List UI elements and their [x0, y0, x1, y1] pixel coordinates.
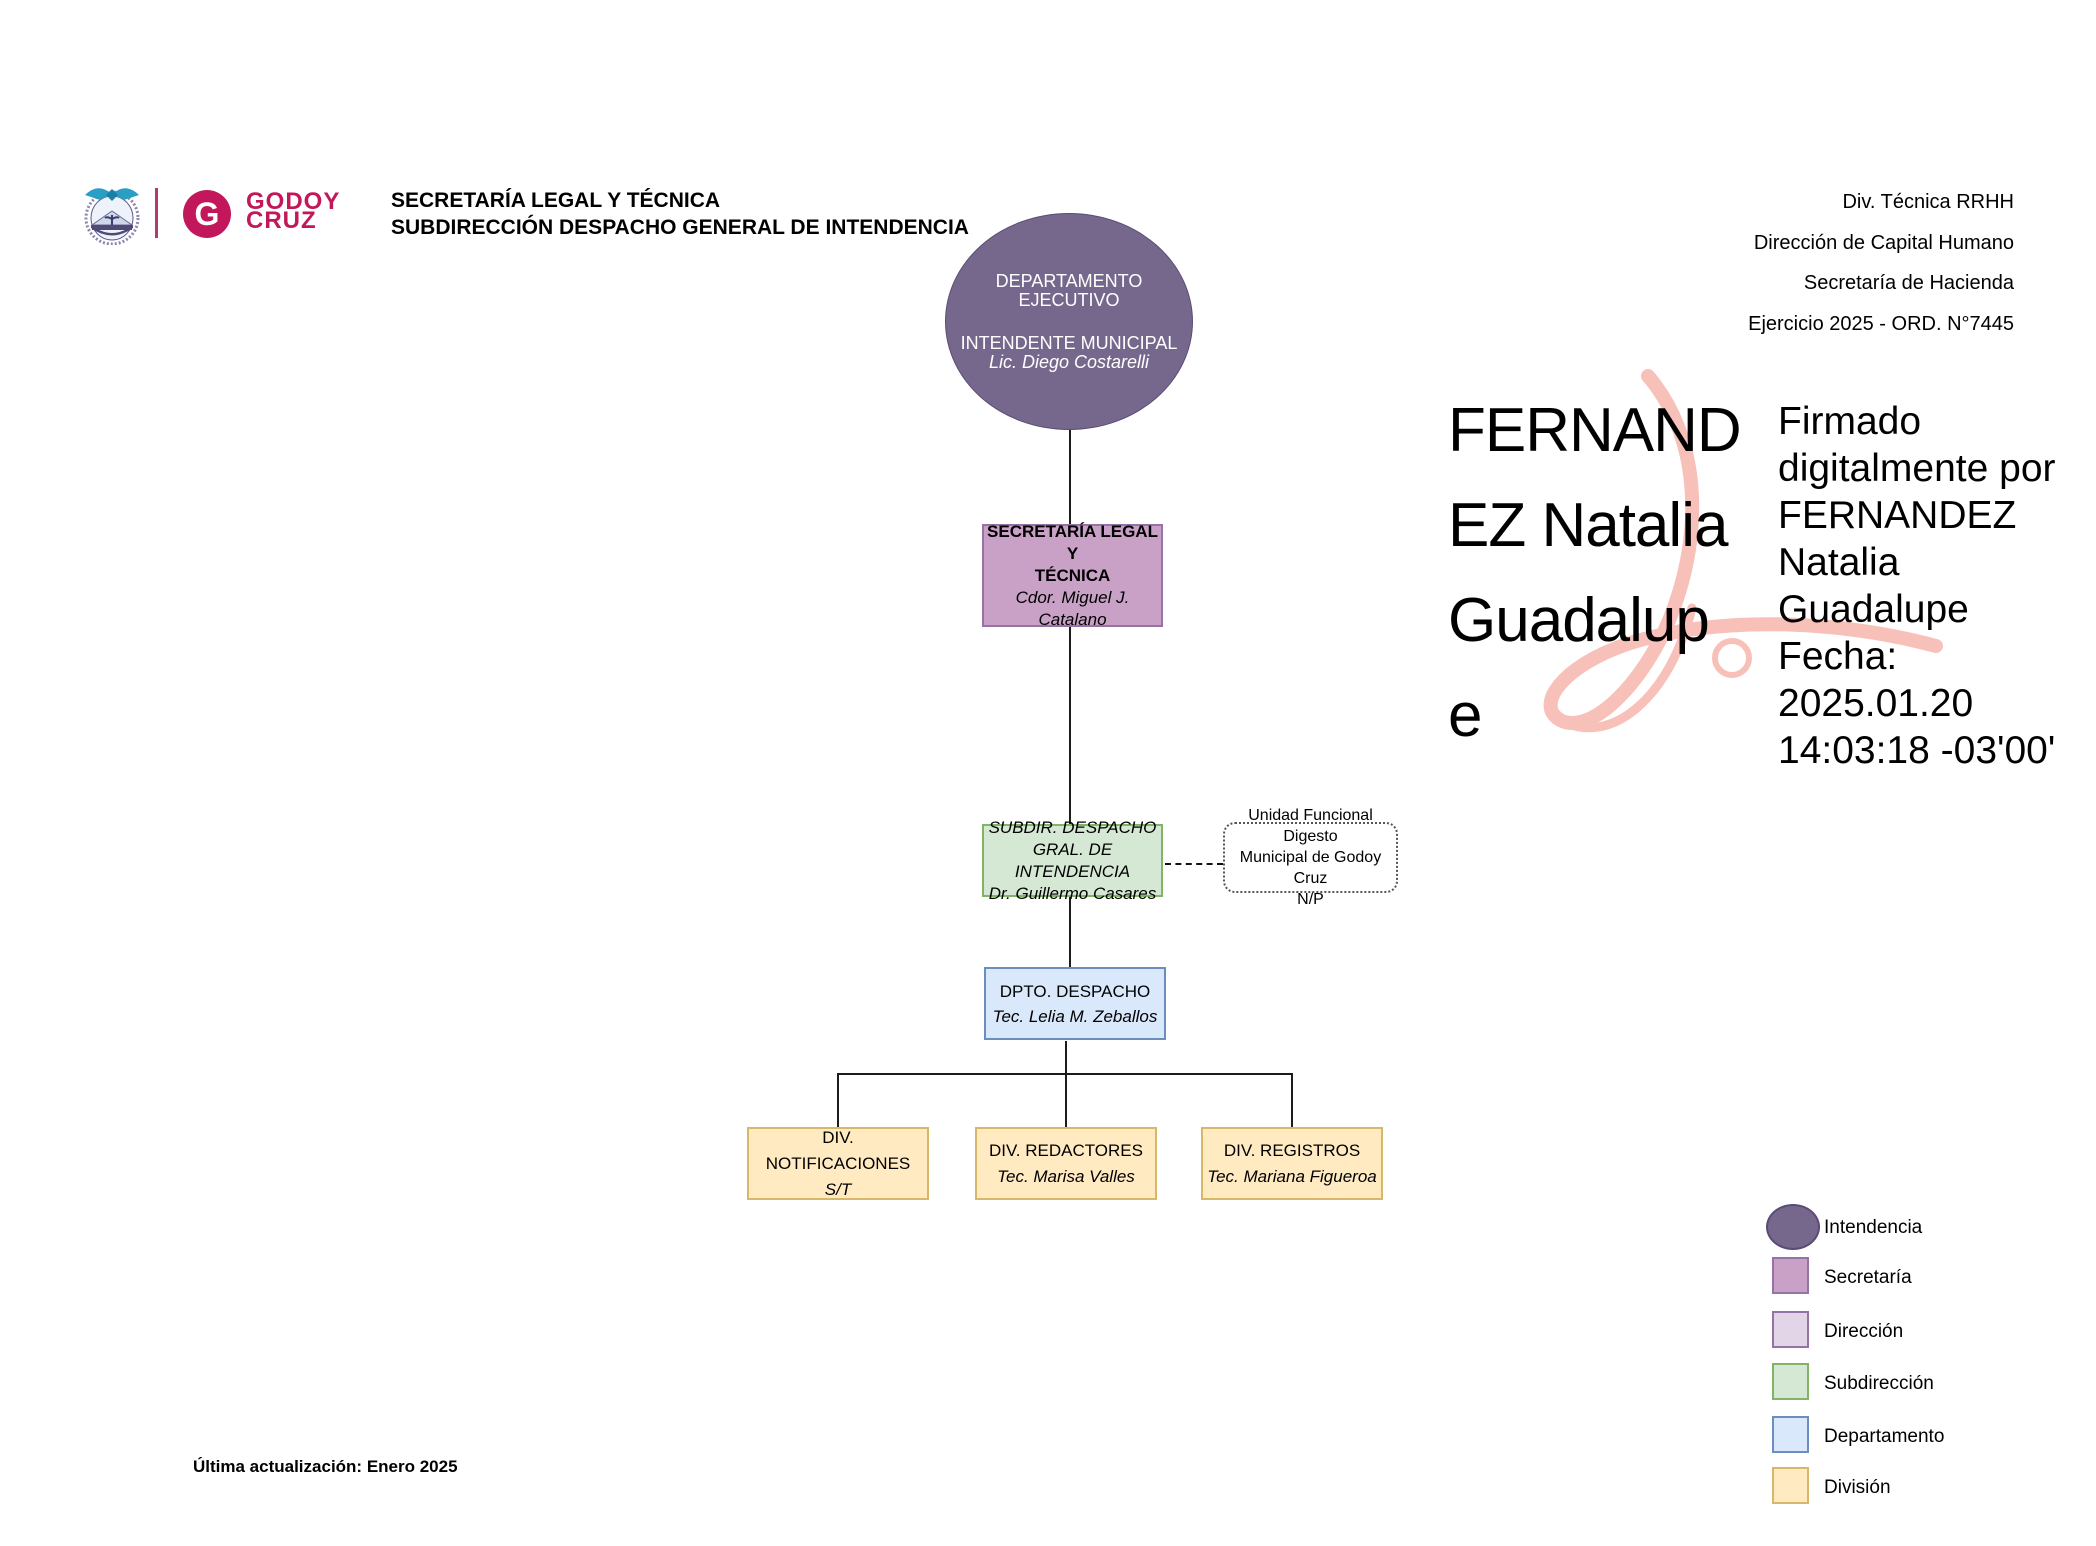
node-subdireccion-despacho: SUBDIR. DESPACHO GRAL. DE INTENDENCIA Dr…: [982, 818, 1163, 903]
wordmark-line2: CRUZ: [246, 207, 317, 234]
wordmark-line1: GODOY: [246, 188, 341, 215]
subdir-person: Dr. Guillermo Casares: [988, 883, 1157, 903]
issuing-office-line: Div. Técnica RRHH: [1842, 191, 2014, 213]
issuing-office-block: Div. Técnica RRHH Dirección de Capital H…: [1748, 182, 2014, 344]
node-departamento-ejecutivo: DEPARTAMENTO EJECUTIVO INTENDENTE MUNICI…: [945, 213, 1193, 430]
signature-detail-line: Fecha: 2025.01.20: [1778, 635, 1974, 725]
node-dpto-despacho: DPTO. DESPACHO Tec. Lelia M. Zeballos: [984, 967, 1166, 1040]
legend-swatch-direccion: [1772, 1311, 1809, 1348]
division-person: Tec. Marisa Valles: [997, 1166, 1135, 1186]
signature-name-line: Guadalup: [1448, 586, 1710, 655]
secretaria-title-line: TÉCNICA: [1034, 565, 1111, 585]
unidad-line: Unidad Funcional Digesto: [1248, 807, 1373, 845]
subdir-title-line: SUBDIR. DESPACHO: [988, 817, 1157, 837]
legend-label-secretaria: Secretaría: [1824, 1267, 1912, 1288]
signature-name-text: FERNAND EZ Natalia Guadalup e: [1448, 383, 1742, 763]
svg-text:G: G: [195, 196, 220, 232]
issuing-office-line: Dirección de Capital Humano: [1753, 231, 2014, 254]
division-person: S/T: [824, 1179, 852, 1199]
legend-swatch-intendencia: [1766, 1204, 1820, 1250]
municipal-crest-icon: [84, 188, 140, 245]
signature-details-text: Firmado digitalmente por FERNANDEZ Natal…: [1778, 398, 2096, 774]
legend-label-intendencia: Intendencia: [1824, 1217, 1923, 1238]
legend-label-departamento: Departamento: [1824, 1426, 1945, 1447]
legend-swatch-division: [1772, 1467, 1809, 1504]
division-title: DIV. REDACTORES: [989, 1140, 1143, 1160]
node-div-registros: DIV. REGISTROS Tec. Mariana Figueroa: [1201, 1127, 1383, 1200]
node-secretaria-legal-tecnica: SECRETARÍA LEGAL Y TÉCNICA Cdor. Miguel …: [982, 521, 1163, 629]
node-div-redactores: DIV. REDACTORES Tec. Marisa Valles: [975, 1127, 1157, 1200]
signature-detail-line: FERNANDEZ: [1778, 494, 2017, 537]
division-person: Tec. Mariana Figueroa: [1207, 1166, 1377, 1186]
godoy-cruz-wordmark: GODOY CRUZ: [246, 188, 341, 234]
legend-swatch-secretaria: [1772, 1257, 1809, 1294]
signature-detail-line: digitalmente por: [1778, 447, 2056, 490]
godoy-cruz-logo-icon: G: [183, 190, 231, 238]
signature-detail-line: Guadalupe: [1778, 588, 1969, 631]
secretaria-person: Cdor. Miguel J. Catalano: [1015, 587, 1130, 629]
legend-label-direccion: Dirección: [1824, 1321, 1904, 1342]
subdir-title-line: GRAL. DE INTENDENCIA: [1014, 839, 1131, 881]
connector-dpto-rail: [1065, 1041, 1067, 1075]
dpto-person: Tec. Lelia M. Zeballos: [992, 1006, 1158, 1026]
root-subtitle: INTENDENTE MUNICIPAL: [960, 332, 1178, 353]
signature-name-line: FERNAND: [1448, 396, 1742, 465]
node-div-notificaciones: DIV. NOTIFICACIONES S/T: [747, 1127, 929, 1200]
legend-label-division: División: [1824, 1477, 1891, 1498]
unidad-line: N/P: [1297, 891, 1324, 908]
signature-flourish-icon: [1543, 369, 1943, 733]
page-title: SECRETARÍA LEGAL Y TÉCNICA SUBDIRECCIÓN …: [391, 187, 969, 241]
logo-divider: [155, 188, 158, 238]
division-title: DIV. NOTIFICACIONES: [765, 1127, 911, 1173]
legend-label-subdireccion: Subdirección: [1824, 1373, 1934, 1394]
last-updated-note: Última actualización: Enero 2025: [193, 1457, 458, 1476]
node-unidad-funcional-digesto: Unidad Funcional Digesto Municipal de Go…: [1223, 807, 1398, 908]
issuing-office-line: Secretaría de Hacienda: [1803, 272, 2014, 295]
connector-secretaria-subdir: [1069, 627, 1071, 824]
root-title-line: DEPARTAMENTO: [995, 270, 1143, 291]
division-title: DIV. REGISTROS: [1223, 1140, 1361, 1160]
secretaria-title-line: SECRETARÍA LEGAL Y: [987, 521, 1158, 563]
issuing-office-line: Ejercicio 2025 - ORD. N°7445: [1748, 312, 2014, 335]
dpto-title: DPTO. DESPACHO: [999, 981, 1151, 1001]
signature-detail-line: 14:03:18 -03'00': [1778, 729, 2056, 772]
legend-swatch-departamento: [1772, 1416, 1809, 1453]
root-title-line: EJECUTIVO: [1018, 289, 1120, 310]
signature-detail-line: Natalia: [1778, 541, 1900, 584]
signature-name-line: EZ Natalia: [1448, 491, 1728, 560]
connector-rail-div3: [1291, 1073, 1293, 1127]
connector-rail-div2: [1065, 1073, 1067, 1127]
connector-subdir-dpto: [1069, 897, 1071, 967]
connector-subdir-unidad-dashed: [1165, 863, 1223, 865]
signature-name-line: e: [1448, 681, 1482, 750]
root-person: Lic. Diego Costarelli: [988, 351, 1150, 372]
connector-root-secretaria: [1069, 430, 1071, 524]
connector-rail-div1: [837, 1073, 839, 1127]
page-title-line1: SECRETARÍA LEGAL Y TÉCNICA: [391, 189, 721, 212]
legend-swatch-subdireccion: [1772, 1363, 1809, 1400]
unidad-line: Municipal de Godoy Cruz: [1239, 849, 1382, 887]
page-title-line2: SUBDIRECCIÓN DESPACHO GENERAL DE INTENDE…: [391, 216, 969, 239]
signature-detail-line: Firmado: [1778, 400, 1922, 443]
